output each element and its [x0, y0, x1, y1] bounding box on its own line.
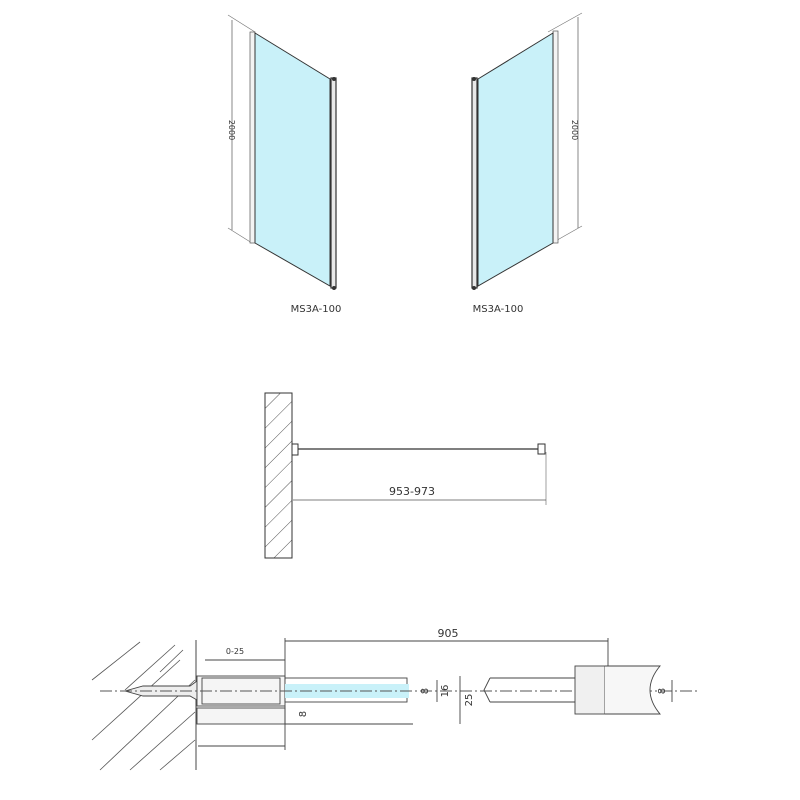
glass-panel: [477, 32, 554, 287]
offset-dim: 8: [298, 711, 309, 717]
adjust-dim: 0-25: [226, 647, 244, 656]
overall-dim: 905: [438, 627, 459, 640]
section-detail: 0-25 905 8 16 25 8 8: [91, 627, 700, 771]
left-model-label: MS3A-100: [291, 304, 342, 315]
left-panel-view: 2000 MS3A-100: [227, 14, 342, 315]
profile-dim: 25: [464, 694, 475, 707]
end-profile: [471, 77, 478, 289]
wall-section: [264, 392, 293, 559]
span-dim: 953-973: [389, 485, 435, 498]
glass-panel: [254, 32, 331, 287]
wall-profile: [249, 31, 256, 244]
right-glass-dim: 8: [657, 688, 668, 694]
end-profile: [330, 77, 337, 289]
right-model-label: MS3A-100: [473, 304, 524, 315]
plan-view: 953-973: [264, 392, 547, 559]
glass-dim: 8: [420, 688, 431, 694]
left-height-dim: 2000: [227, 120, 236, 140]
wall-profile: [552, 30, 559, 244]
right-panel-view: 2000 MS3A-100: [471, 12, 583, 315]
channel-dim: 16: [440, 685, 451, 698]
right-height-dim: 2000: [570, 120, 579, 140]
